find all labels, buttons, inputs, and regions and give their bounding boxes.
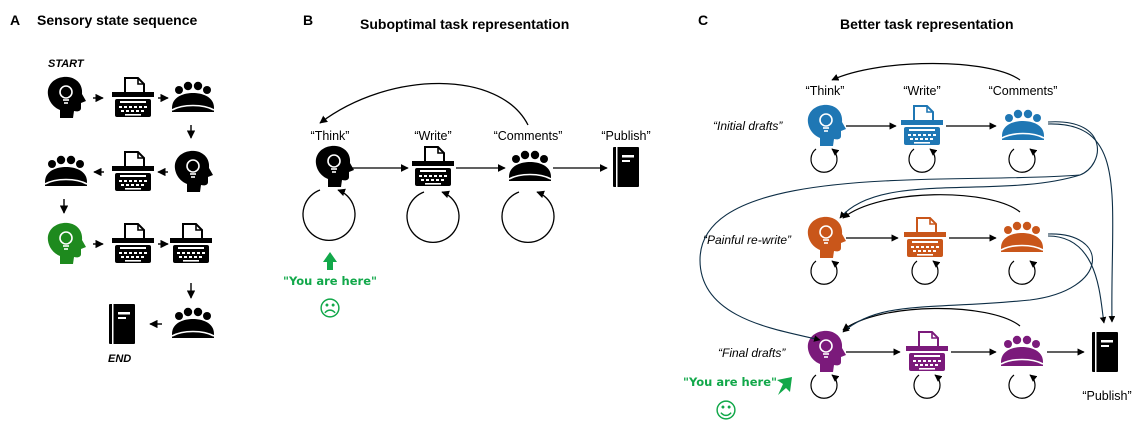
- book-icon: [109, 304, 135, 344]
- typewriter-icon: [111, 151, 155, 192]
- audience-icon: [1001, 109, 1045, 141]
- c-transition-arrows: [699, 121, 1116, 342]
- end-label: END: [108, 353, 131, 365]
- audience-icon: [1000, 334, 1044, 367]
- b-you-are-here: "You are here": [283, 274, 377, 288]
- panel-a-title: Sensory state sequence: [37, 12, 198, 28]
- audience-icon: [1000, 221, 1044, 253]
- b-think-label: “Think”: [311, 129, 350, 143]
- typewriter-icon: [903, 217, 947, 258]
- head-lightbulb-icon: [174, 150, 214, 193]
- pointer-arrow-icon: [777, 377, 792, 395]
- typewriter-icon: [411, 146, 455, 187]
- row-painful-rewrite: “Painful re-write”: [703, 233, 792, 247]
- c-comments-label: “Comments”: [989, 84, 1058, 98]
- head-lightbulb-icon: [47, 76, 87, 119]
- typewriter-icon: [905, 331, 949, 372]
- c-self-loops: [810, 148, 1038, 399]
- sequence-row-3: [47, 222, 213, 265]
- audience-icon: [508, 150, 552, 182]
- panel-a-letter: A: [10, 12, 20, 28]
- audience-icon: [44, 155, 88, 187]
- book-icon: [613, 147, 639, 187]
- b-back-arrow: [319, 82, 529, 126]
- c-think-label: “Think”: [806, 84, 845, 98]
- typewriter-icon: [111, 223, 155, 264]
- b-comments-label: “Comments”: [494, 129, 563, 143]
- head-lightbulb-icon: [807, 330, 847, 373]
- b-write-label: “Write”: [414, 129, 451, 143]
- typewriter-icon: [169, 223, 213, 264]
- sequence-row-1: [47, 76, 215, 119]
- sad-face-icon: ☹: [319, 297, 342, 322]
- panel-b-letter: B: [303, 12, 313, 28]
- typewriter-icon: [900, 105, 944, 146]
- head-lightbulb-icon: [315, 145, 355, 188]
- panel-b-title: Suboptimal task representation: [360, 16, 569, 32]
- panel-c-letter: C: [698, 12, 708, 28]
- sequence-row-4: [109, 304, 215, 344]
- c-write-label: “Write”: [903, 84, 940, 98]
- audience-icon: [171, 306, 215, 339]
- audience-icon: [171, 81, 215, 113]
- c-publish-label: “Publish”: [1082, 389, 1131, 403]
- c-you-are-here: "You are here": [683, 375, 777, 389]
- typewriter-icon: [111, 77, 155, 118]
- sequence-row-2: [44, 150, 214, 193]
- book-icon: [1092, 332, 1118, 372]
- up-arrow-icon: [323, 252, 337, 270]
- smile-face-icon: ☺: [715, 399, 738, 424]
- b-self-loops: [302, 188, 555, 243]
- panel-c-title: Better task representation: [840, 16, 1014, 32]
- row-final-drafts: “Final drafts”: [718, 346, 786, 360]
- b-publish-label: “Publish”: [601, 129, 650, 143]
- start-label: START: [48, 58, 85, 70]
- row-initial-drafts: “Initial drafts”: [713, 119, 783, 133]
- head-lightbulb-icon: [807, 216, 847, 259]
- head-lightbulb-icon: [47, 222, 87, 265]
- head-lightbulb-icon: [807, 104, 847, 147]
